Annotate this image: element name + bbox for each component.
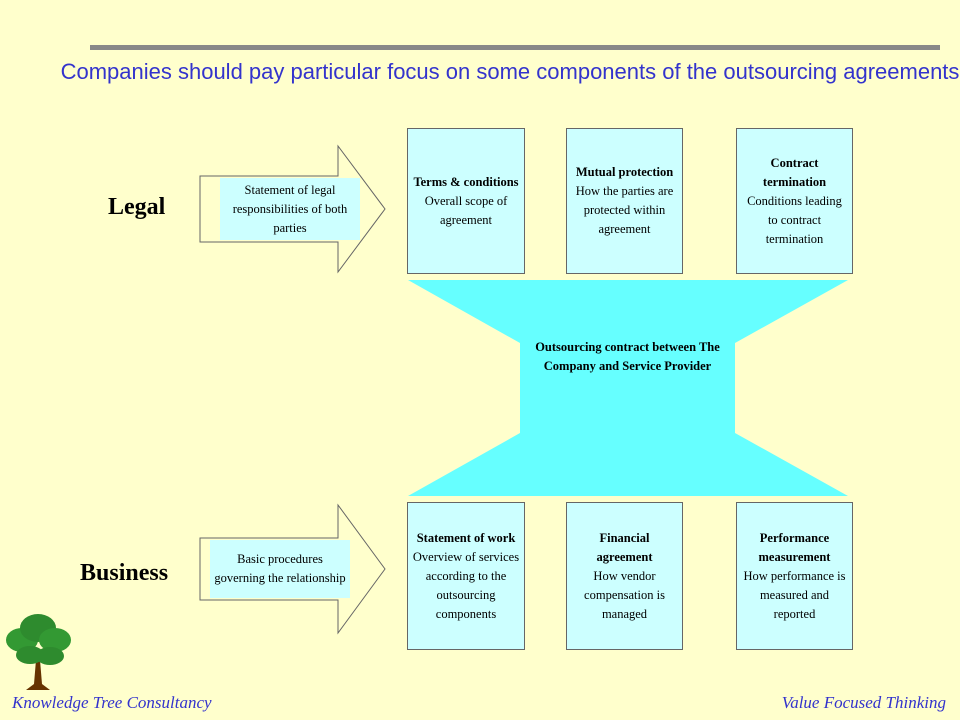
box-body: Conditions leading to contract terminati…	[747, 193, 842, 246]
legal-arrow-text: Statement of legal responsibilities of b…	[232, 182, 348, 235]
performance-measurement-box: Performance measurement How performance …	[736, 502, 853, 650]
box-body: Overview of services according to the ou…	[412, 549, 520, 621]
business-arrow-band	[210, 540, 350, 598]
terms-conditions-box: Terms & conditions Overall scope of agre…	[407, 128, 525, 274]
footer-right: Value Focused Thinking	[781, 693, 946, 712]
contract-termination-box: Contract termination Conditions leading …	[736, 128, 853, 274]
box-body: Overall scope of agreement	[424, 193, 508, 227]
box-title: Financial agreement	[596, 530, 653, 564]
box-title: Contract termination	[762, 155, 827, 189]
mutual-protection-box: Mutual protection How the parties are pr…	[566, 128, 683, 274]
box-title: Performance measurement	[758, 530, 831, 564]
box-body: How performance is measured and reported	[743, 568, 846, 621]
business-label: Business	[80, 560, 169, 586]
slide-title: Companies should pay particular focus on…	[60, 59, 960, 84]
box-body: How vendor compensation is managed	[584, 568, 665, 621]
center-hourglass	[408, 280, 848, 496]
legal-arrow-band	[220, 178, 360, 240]
title-rule	[90, 45, 940, 50]
box-title: Mutual protection	[575, 165, 674, 179]
business-arrow-text: Basic procedures governing the relations…	[214, 552, 346, 585]
footer-left: Knowledge Tree Consultancy	[12, 693, 212, 712]
center-contract-text: Outsourcing contract between The Company…	[535, 340, 720, 373]
box-body: How the parties are protected within agr…	[575, 184, 674, 236]
statement-of-work-box: Statement of work Overview of services a…	[407, 502, 525, 650]
box-title: Terms & conditions	[413, 174, 519, 189]
box-title: Statement of work	[416, 530, 516, 545]
financial-agreement-box: Financial agreement How vendor compensat…	[566, 502, 683, 650]
tree-logo-icon	[6, 614, 71, 690]
legal-label: Legal	[108, 194, 166, 220]
